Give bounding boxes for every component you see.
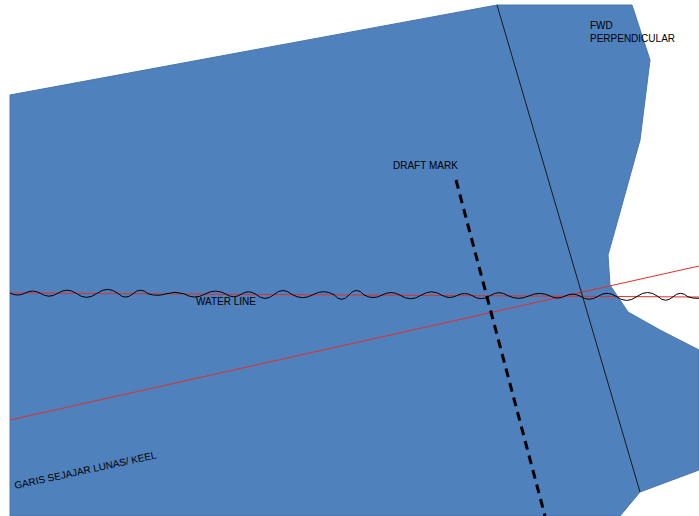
draft-mark-line: [456, 180, 545, 516]
hull-section: [10, 5, 699, 516]
fwd-perpendicular-label: FWD PERPENDICULAR: [590, 20, 670, 45]
still-water-line: [10, 293, 699, 297]
keel-parallel-line: [10, 266, 699, 420]
wavy-water-line: [10, 289, 699, 300]
water-line-label: WATER LINE: [196, 296, 256, 309]
draft-mark-label: DRAFT MARK: [393, 160, 458, 173]
